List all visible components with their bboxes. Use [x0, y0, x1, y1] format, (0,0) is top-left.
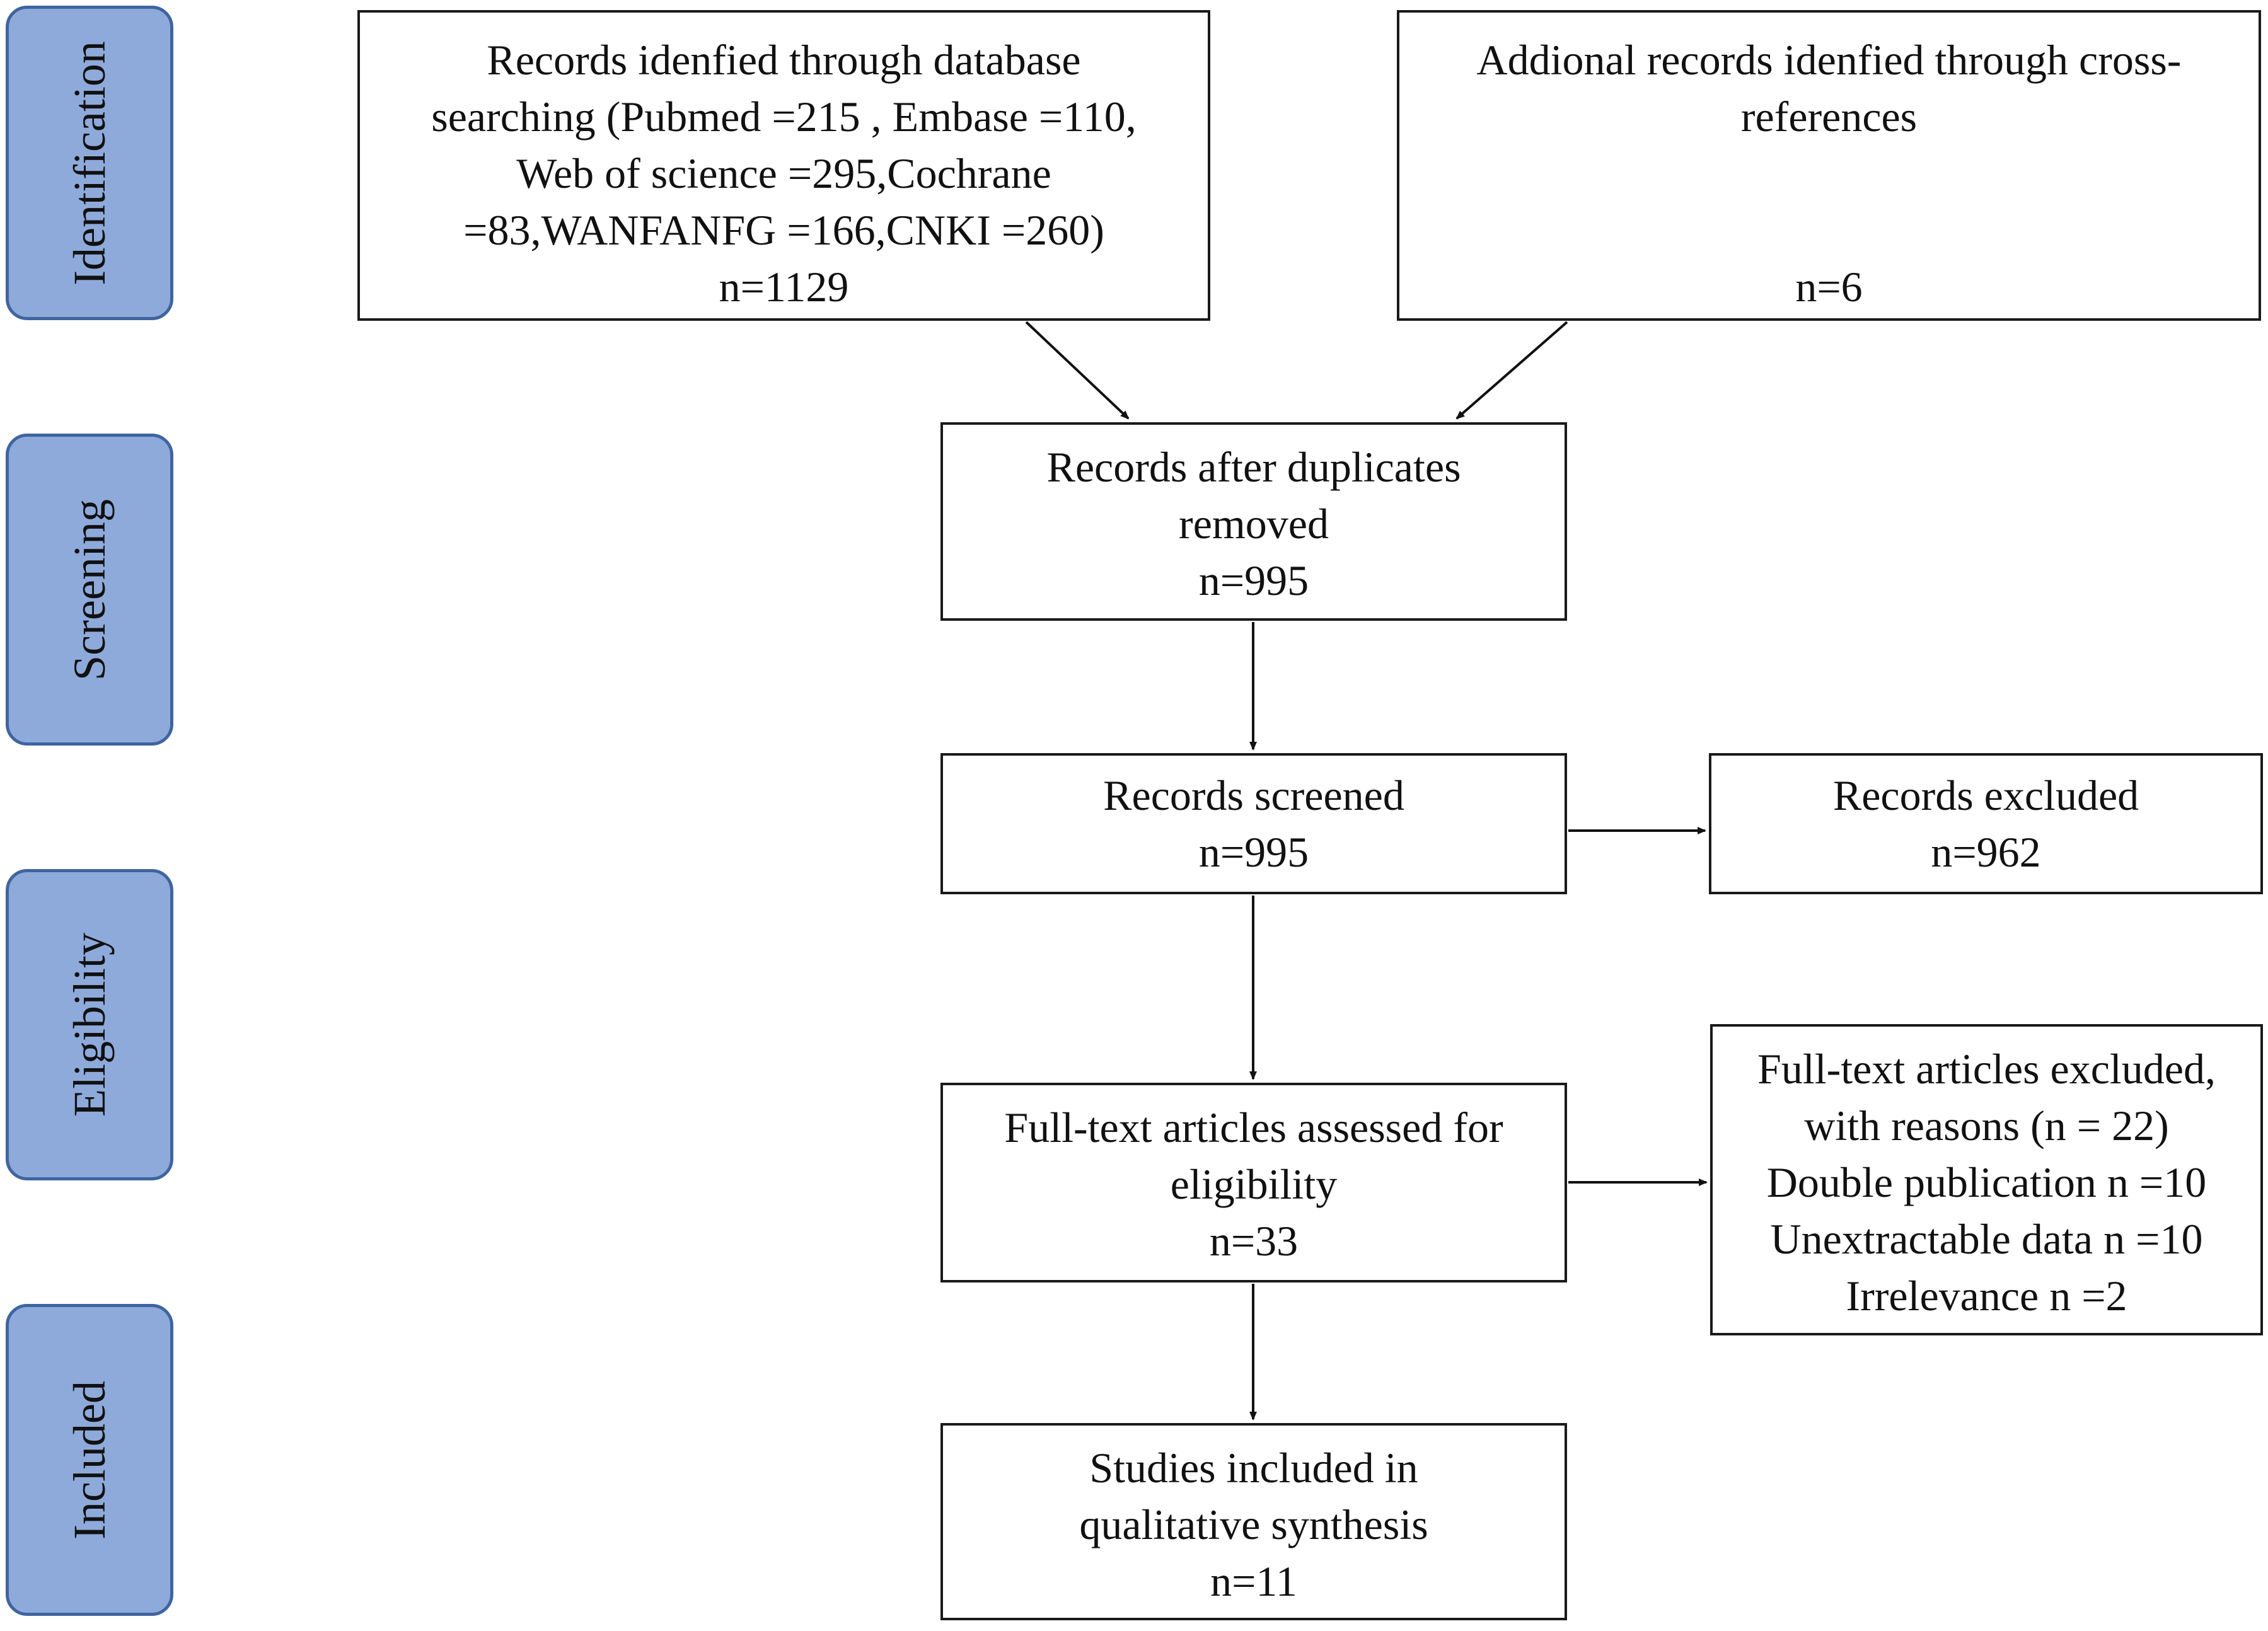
- fulltext-assessed-line: Full-text articles assessed for: [1004, 1104, 1503, 1151]
- fulltext-excluded-reason: Unextractable data n =10: [1770, 1215, 2203, 1263]
- cross-references-count: n=6: [1795, 263, 1863, 311]
- after-duplicates-line: Records after duplicates: [1046, 443, 1461, 491]
- fulltext-assessed-line: eligibility: [1170, 1160, 1338, 1208]
- database-search-line: searching (Pubmed =215 , Embase =110,: [431, 93, 1137, 141]
- studies-included-line: Studies included in: [1089, 1444, 1418, 1492]
- fulltext-excluded-line: with reasons (n = 22): [1804, 1102, 2169, 1150]
- phase-included: Included: [6, 1304, 173, 1616]
- fulltext-assessed-count: n=33: [1209, 1217, 1299, 1265]
- records-screened-count: n=995: [1198, 828, 1309, 876]
- records-excluded-count: n=962: [1931, 828, 2041, 876]
- phase-eligibility: Eligibility: [6, 869, 173, 1180]
- records-excluded-line: Records excluded: [1832, 771, 2139, 819]
- database-search-line: Records idenfied through database: [487, 36, 1081, 84]
- cross-references-line: references: [1740, 93, 1918, 141]
- arrow-crossref-to-duplicates: [1455, 321, 1568, 420]
- database-search-count: n=1129: [719, 263, 849, 311]
- database-search-box: Records idenfied through database search…: [357, 10, 1210, 321]
- after-duplicates-box: Records after duplicates removed n=995: [940, 422, 1567, 621]
- arrow-database-to-duplicates: [1025, 321, 1130, 420]
- records-excluded-box: Records excluded n=962: [1709, 753, 2263, 894]
- phase-screening: Screening: [6, 434, 173, 746]
- cross-references-box: Addional records idenfied through cross-…: [1397, 10, 2261, 321]
- records-screened-box: Records screened n=995: [940, 753, 1567, 894]
- fulltext-excluded-line: Full-text articles excluded,: [1757, 1045, 2216, 1093]
- records-screened-line: Records screened: [1103, 771, 1404, 819]
- studies-included-box: Studies included in qualitative synthesi…: [940, 1423, 1567, 1620]
- database-search-line: =83,WANFANFG =166,CNKI =260): [463, 206, 1104, 254]
- cross-references-line: Addional records idenfied through cross-: [1476, 36, 2182, 84]
- studies-included-count: n=11: [1210, 1557, 1297, 1605]
- fulltext-excluded-reason: Double publication n =10: [1766, 1158, 2207, 1206]
- fulltext-assessed-box: Full-text articles assessed for eligibil…: [940, 1083, 1567, 1282]
- studies-included-line: qualitative synthesis: [1079, 1501, 1428, 1548]
- after-duplicates-line: removed: [1179, 500, 1329, 548]
- after-duplicates-count: n=995: [1198, 556, 1309, 604]
- database-search-line: Web of science =295,Cochrane: [516, 149, 1051, 197]
- phase-identification: Identification: [6, 6, 173, 320]
- fulltext-excluded-reason: Irrelevance n =2: [1846, 1272, 2127, 1320]
- fulltext-excluded-box: Full-text articles excluded, with reason…: [1710, 1024, 2263, 1335]
